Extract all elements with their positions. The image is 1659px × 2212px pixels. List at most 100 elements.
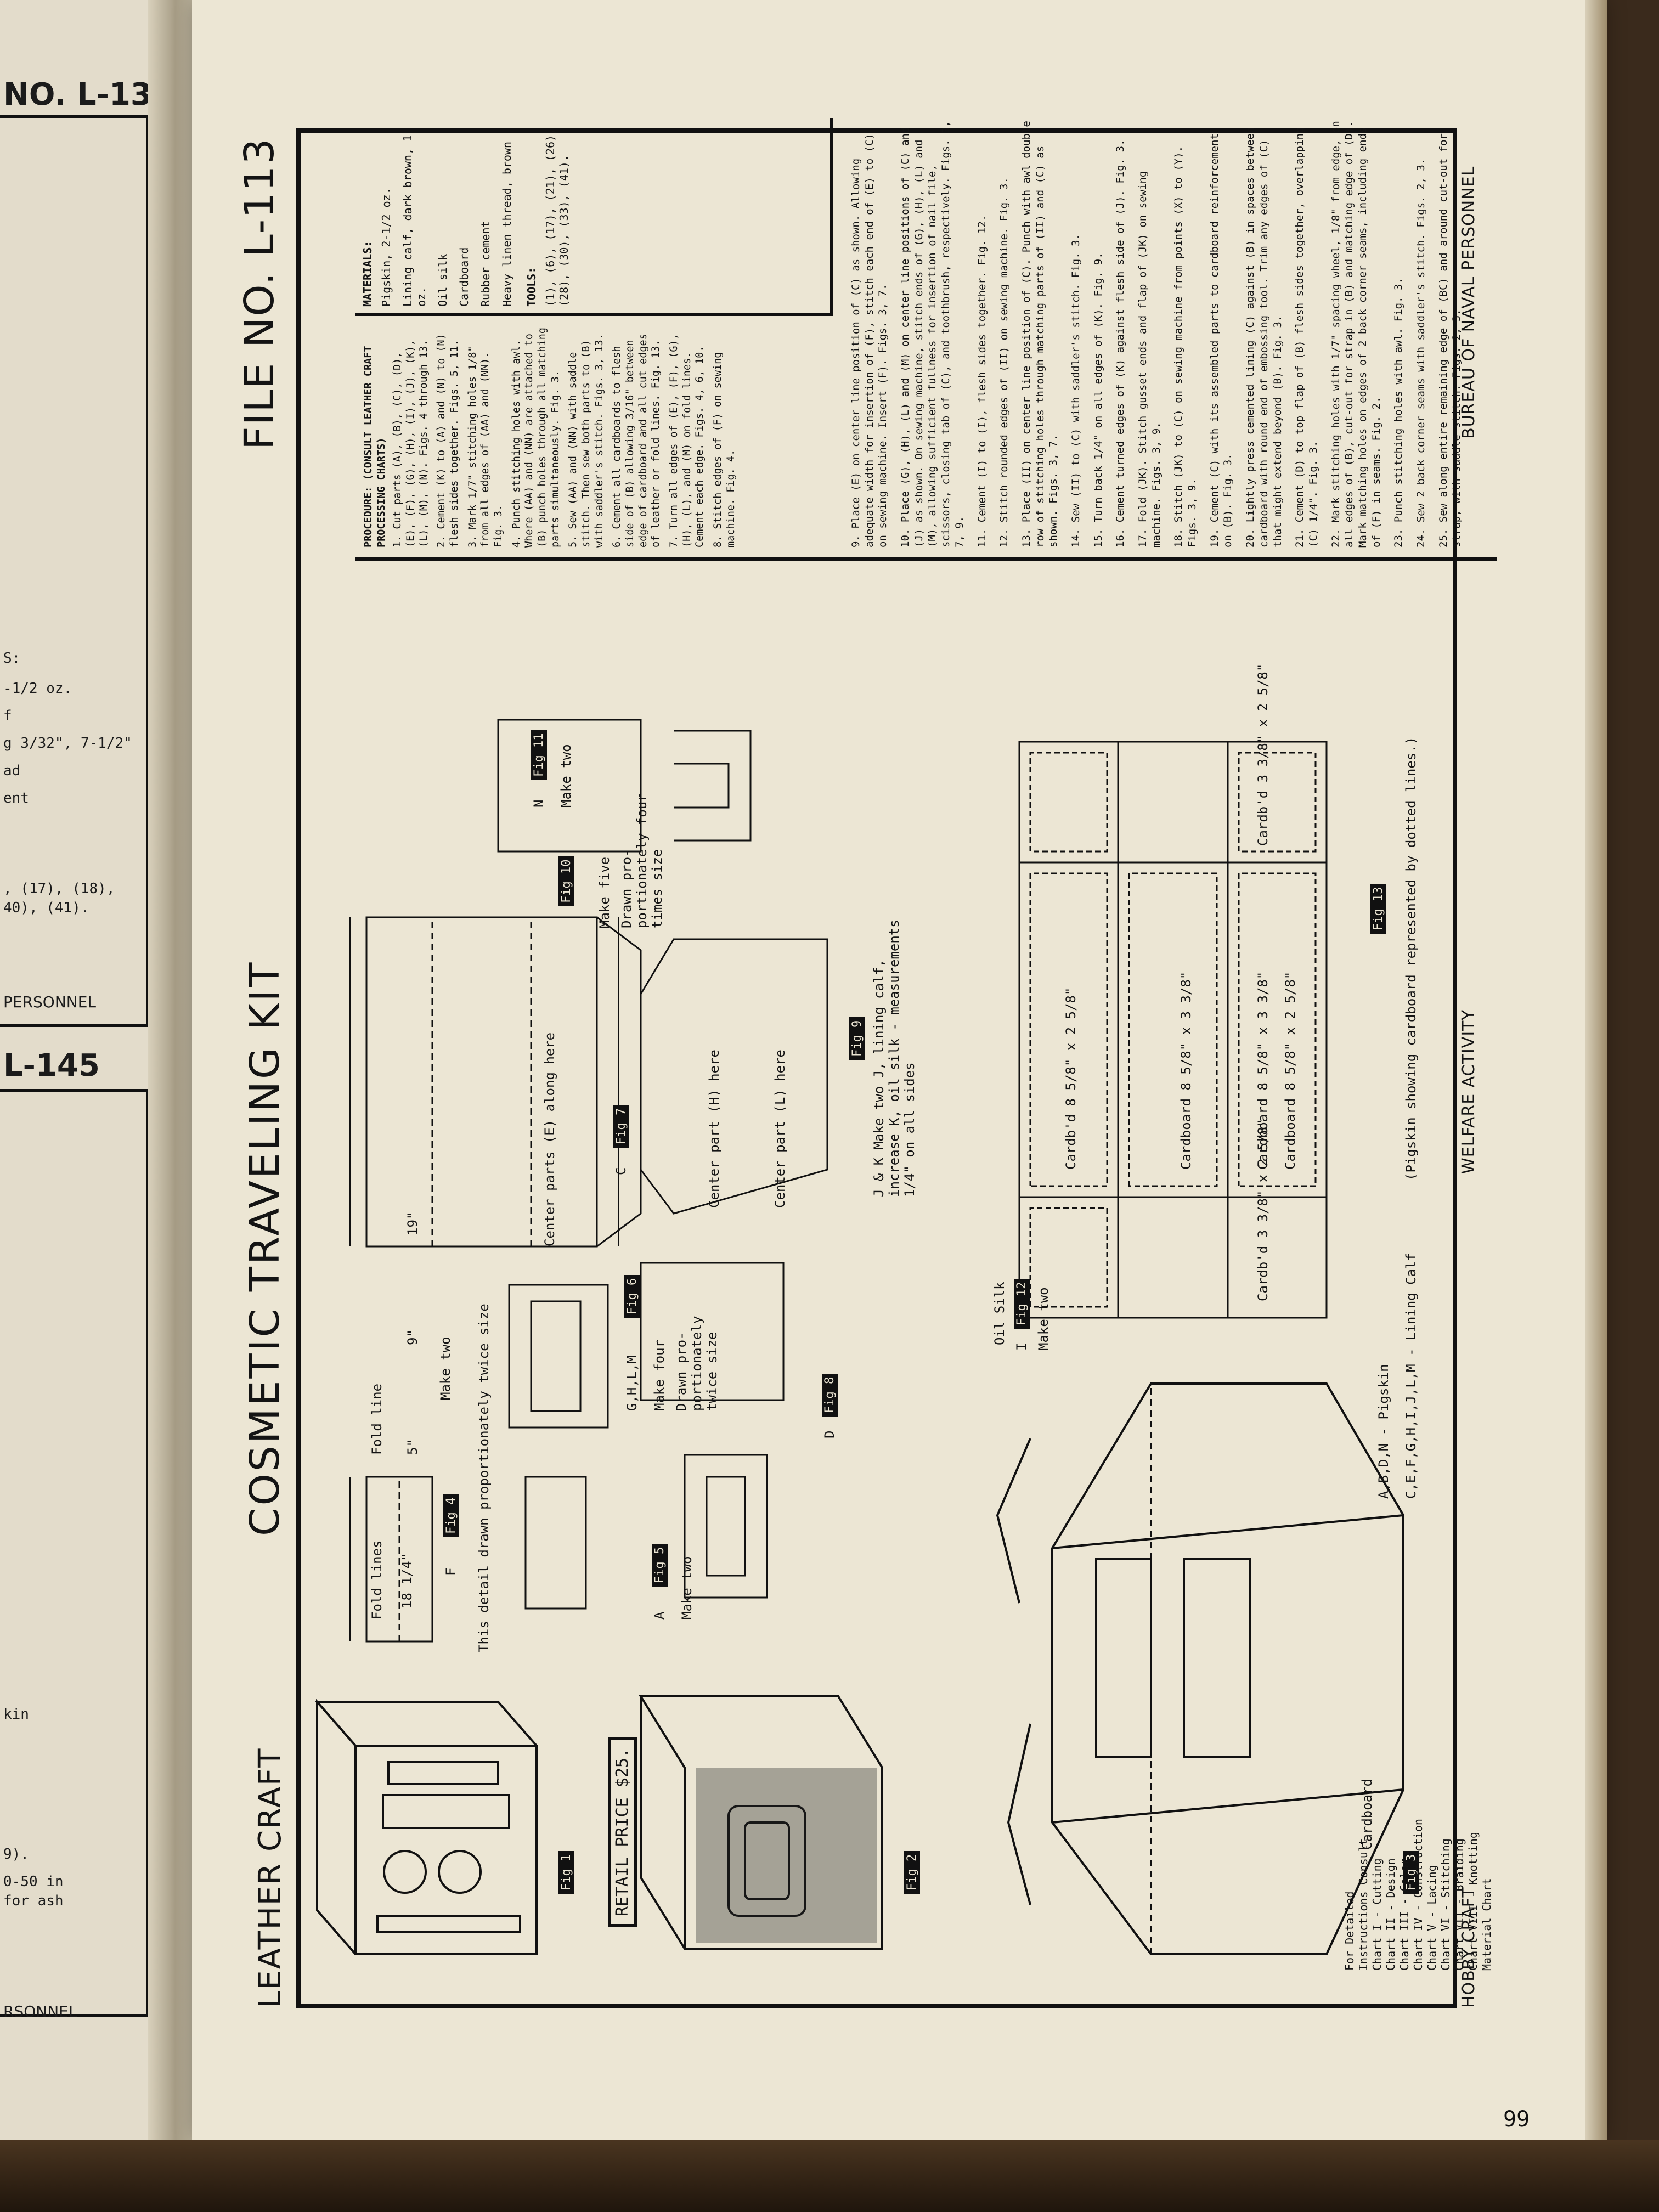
calf-legend: C,E,F,G,H,I,J,L,M - Lining Calf [1403, 1253, 1419, 1499]
cardboard-1: Cardb'd 8 5/8" x 2 5/8" [1063, 987, 1079, 1170]
proportion-note: Drawn pro- portionately twice size [674, 1316, 720, 1411]
facing-materials-fragment: S: [3, 650, 21, 667]
facing-personnel-2: RSONNEL [3, 2002, 77, 2021]
fig-7-tag: Fig 7 [613, 1104, 629, 1148]
part-letter: F [443, 1567, 459, 1576]
fig-13-tag: Fig 13 [1370, 883, 1386, 934]
center-part-h-note: Center part (H) here [707, 1049, 722, 1208]
materials-box: MATERIALS: Pigskin, 2-1/2 oz. Lining cal… [356, 119, 833, 316]
facing-text-fragment: ent [3, 790, 29, 806]
consult-line: Chart IV - Construction [1412, 1819, 1425, 1971]
facing-text-fragment: 0-50 in [3, 1874, 64, 1890]
facing-text-fragment: ad [3, 763, 21, 779]
make-two-label: Make two [558, 744, 574, 808]
fig-1-tag: Fig 1 [558, 1850, 574, 1894]
procedure-step: 19. Cement (C) with its assembled parts … [1208, 133, 1234, 548]
consult-line: Chart II - Design [1384, 1858, 1397, 1971]
center-parts-e-note: Center parts (E) along here [542, 1032, 557, 1246]
pigskin-legend: A,B,D,N - Pigskin [1376, 1364, 1391, 1499]
material-item: Rubber cement [479, 221, 492, 307]
facing-text-fragment: 9). [3, 1846, 29, 1863]
cardboard-3: Cardboard 8 5/8" x 2 5/8" [1283, 971, 1298, 1170]
fig-12-tag: Fig 12 [1014, 1278, 1030, 1329]
consult-line: Chart I - Cutting [1370, 1858, 1384, 1971]
material-item: Cardboard [458, 247, 471, 307]
facing-text-fragment: g 3/32", 7-1/2" [3, 735, 132, 752]
footer-right: BUREAU OF NAVAL PERSONNEL [1459, 166, 1479, 439]
section-heading: LEATHER CRAFT [252, 1747, 288, 2008]
footer-left: HOBBY CRAFT [1459, 1887, 1479, 2008]
procedure-step: 15. Turn back 1/4" on all edges of (K). … [1092, 252, 1104, 548]
facing-page: NO. L-138 S: -1/2 oz. f g 3/32", 7-1/2" … [0, 0, 165, 2212]
footer-center: WELFARE ACTIVITY [1459, 1009, 1479, 1174]
cardboard-layout [1018, 741, 1328, 1319]
dim-5: 5" [405, 1439, 420, 1455]
material-item: Heavy linen thread, brown [500, 141, 514, 307]
material-item: Oil silk [436, 253, 449, 307]
facing-text-fragment: kin [3, 1706, 29, 1723]
page-edge [1585, 0, 1607, 2167]
part-letter: C [613, 1167, 629, 1175]
procedure-step: 20. Lightly press cemented lining (C) ag… [1244, 127, 1284, 548]
proportion-note: Drawn pro- portionately four times size [619, 793, 665, 928]
make-five-label: Make five [597, 856, 612, 928]
procedure-step: 17. Fold (JK). Stitch gusset ends and fl… [1137, 171, 1163, 548]
cardboard-5: Cardb'd 3 3/8" x 2 5/8" [1255, 1119, 1271, 1301]
procedure-step: 7. Turn all edges of (E), (F), (G), (H),… [668, 334, 706, 548]
facing-heading-mid: L-145 [3, 1048, 100, 1084]
fig-4-tag: Fig 4 [443, 1494, 459, 1537]
procedure-step: 8. Stitch edges of (F) on sewing machine… [712, 352, 737, 548]
material-item: Pigskin, 2-1/2 oz. [380, 188, 393, 307]
facing-text-fragment: for ash [3, 1893, 64, 1909]
fig-11-tag: Fig 11 [531, 730, 547, 780]
oil-silk-label: Oil Silk [992, 1282, 1007, 1345]
facing-text-fragment: -1/2 oz. [3, 680, 72, 697]
tools-heading: TOOLS: [525, 267, 538, 307]
procedure-step: 18. Stitch (JK) to (C) on sewing machine… [1172, 145, 1199, 548]
fig-9-tag: Fig 9 [849, 1017, 865, 1060]
procedure-step: 11. Cement (I) to (I), flesh sides toget… [975, 215, 988, 548]
procedure-heading: PROCEDURE: (CONSULT LEATHER CRAFT PROCES… [363, 346, 387, 548]
cardboard-note: (Pigskin showing cardboard represented b… [1403, 736, 1419, 1181]
facing-heading-top: NO. L-138 [3, 77, 165, 112]
fold-lines-label: Fold lines [369, 1540, 385, 1620]
facing-text-fragment: f [3, 708, 12, 724]
materials-heading: MATERIALS: [361, 240, 374, 307]
fig-2-tag: Fig 2 [904, 1850, 920, 1894]
consult-line: Chart VI - Stitching [1439, 1838, 1452, 1971]
procedure-step: 9. Place (E) on center line position of … [850, 133, 889, 548]
twice-size-note: This detail drawn proportionately twice … [476, 1304, 492, 1652]
fig-6-tag: Fig 6 [624, 1274, 640, 1318]
consult-line: Instructions Consult [1357, 1838, 1370, 1971]
page-title: COSMETIC TRAVELING KIT [241, 960, 289, 1536]
procedure-step: 4. Punch stitching holes with awl. Where… [510, 328, 561, 548]
make-four-label: Make four [652, 1339, 667, 1411]
kit-illustrations [314, 1695, 883, 1955]
cardboard-2: Cardboard 8 5/8" x 3 3/8" [1178, 971, 1194, 1170]
procedure-lower: 9. Place (E) on center line position of … [849, 120, 1472, 548]
instructions-column: PROCEDURE: (CONSULT LEATHER CRAFT PROCES… [356, 110, 1497, 561]
fold-line-label: Fold line [369, 1383, 385, 1455]
facing-personnel-1: PERSONNEL [3, 993, 97, 1011]
desk-surface [0, 2140, 1659, 2212]
lining-note: J & K Make two J, lining calf, increase … [871, 919, 917, 1197]
procedure-step: 21. Cement (D) to top flap of (B) flesh … [1294, 127, 1319, 548]
tools-list: (1), (6), (17), (21), (26), (28), (30), … [544, 128, 571, 307]
material-item: Lining calf, dark brown, 1 oz. [401, 134, 428, 307]
procedure-step: 16. Cement turned edges of (K) against f… [1114, 139, 1127, 548]
procedure-step: 14. Sew (II) to (C) with saddler's stitc… [1069, 234, 1082, 548]
part-letter: A [652, 1611, 667, 1620]
procedure-step: 13. Place (II) on center line position o… [1020, 121, 1060, 548]
procedure-step: 1. Cut parts (A), (B), (C), (D), (E), (F… [392, 340, 430, 548]
make-two-label: Make two [679, 1556, 695, 1620]
procedure-step: 23. Punch stitching holes with awl. Fig.… [1392, 278, 1405, 548]
file-number: FILE NO. L-113 [236, 137, 283, 450]
consult-line: Material Chart [1480, 1878, 1493, 1971]
fig-8-tag: Fig 8 [822, 1373, 838, 1417]
facing-frame-bottom [0, 1089, 149, 2017]
procedure-step: 3. Mark 1/7" stitching holes 1/8" from a… [466, 346, 505, 548]
part-letter: N [531, 799, 546, 808]
dim-19: 19" [405, 1211, 420, 1235]
consult-line: Chart V - Lacing [1425, 1865, 1438, 1971]
rotated-sheet: LEATHER CRAFT COSMETIC TRAVELING KIT FIL… [236, 110, 1497, 2030]
